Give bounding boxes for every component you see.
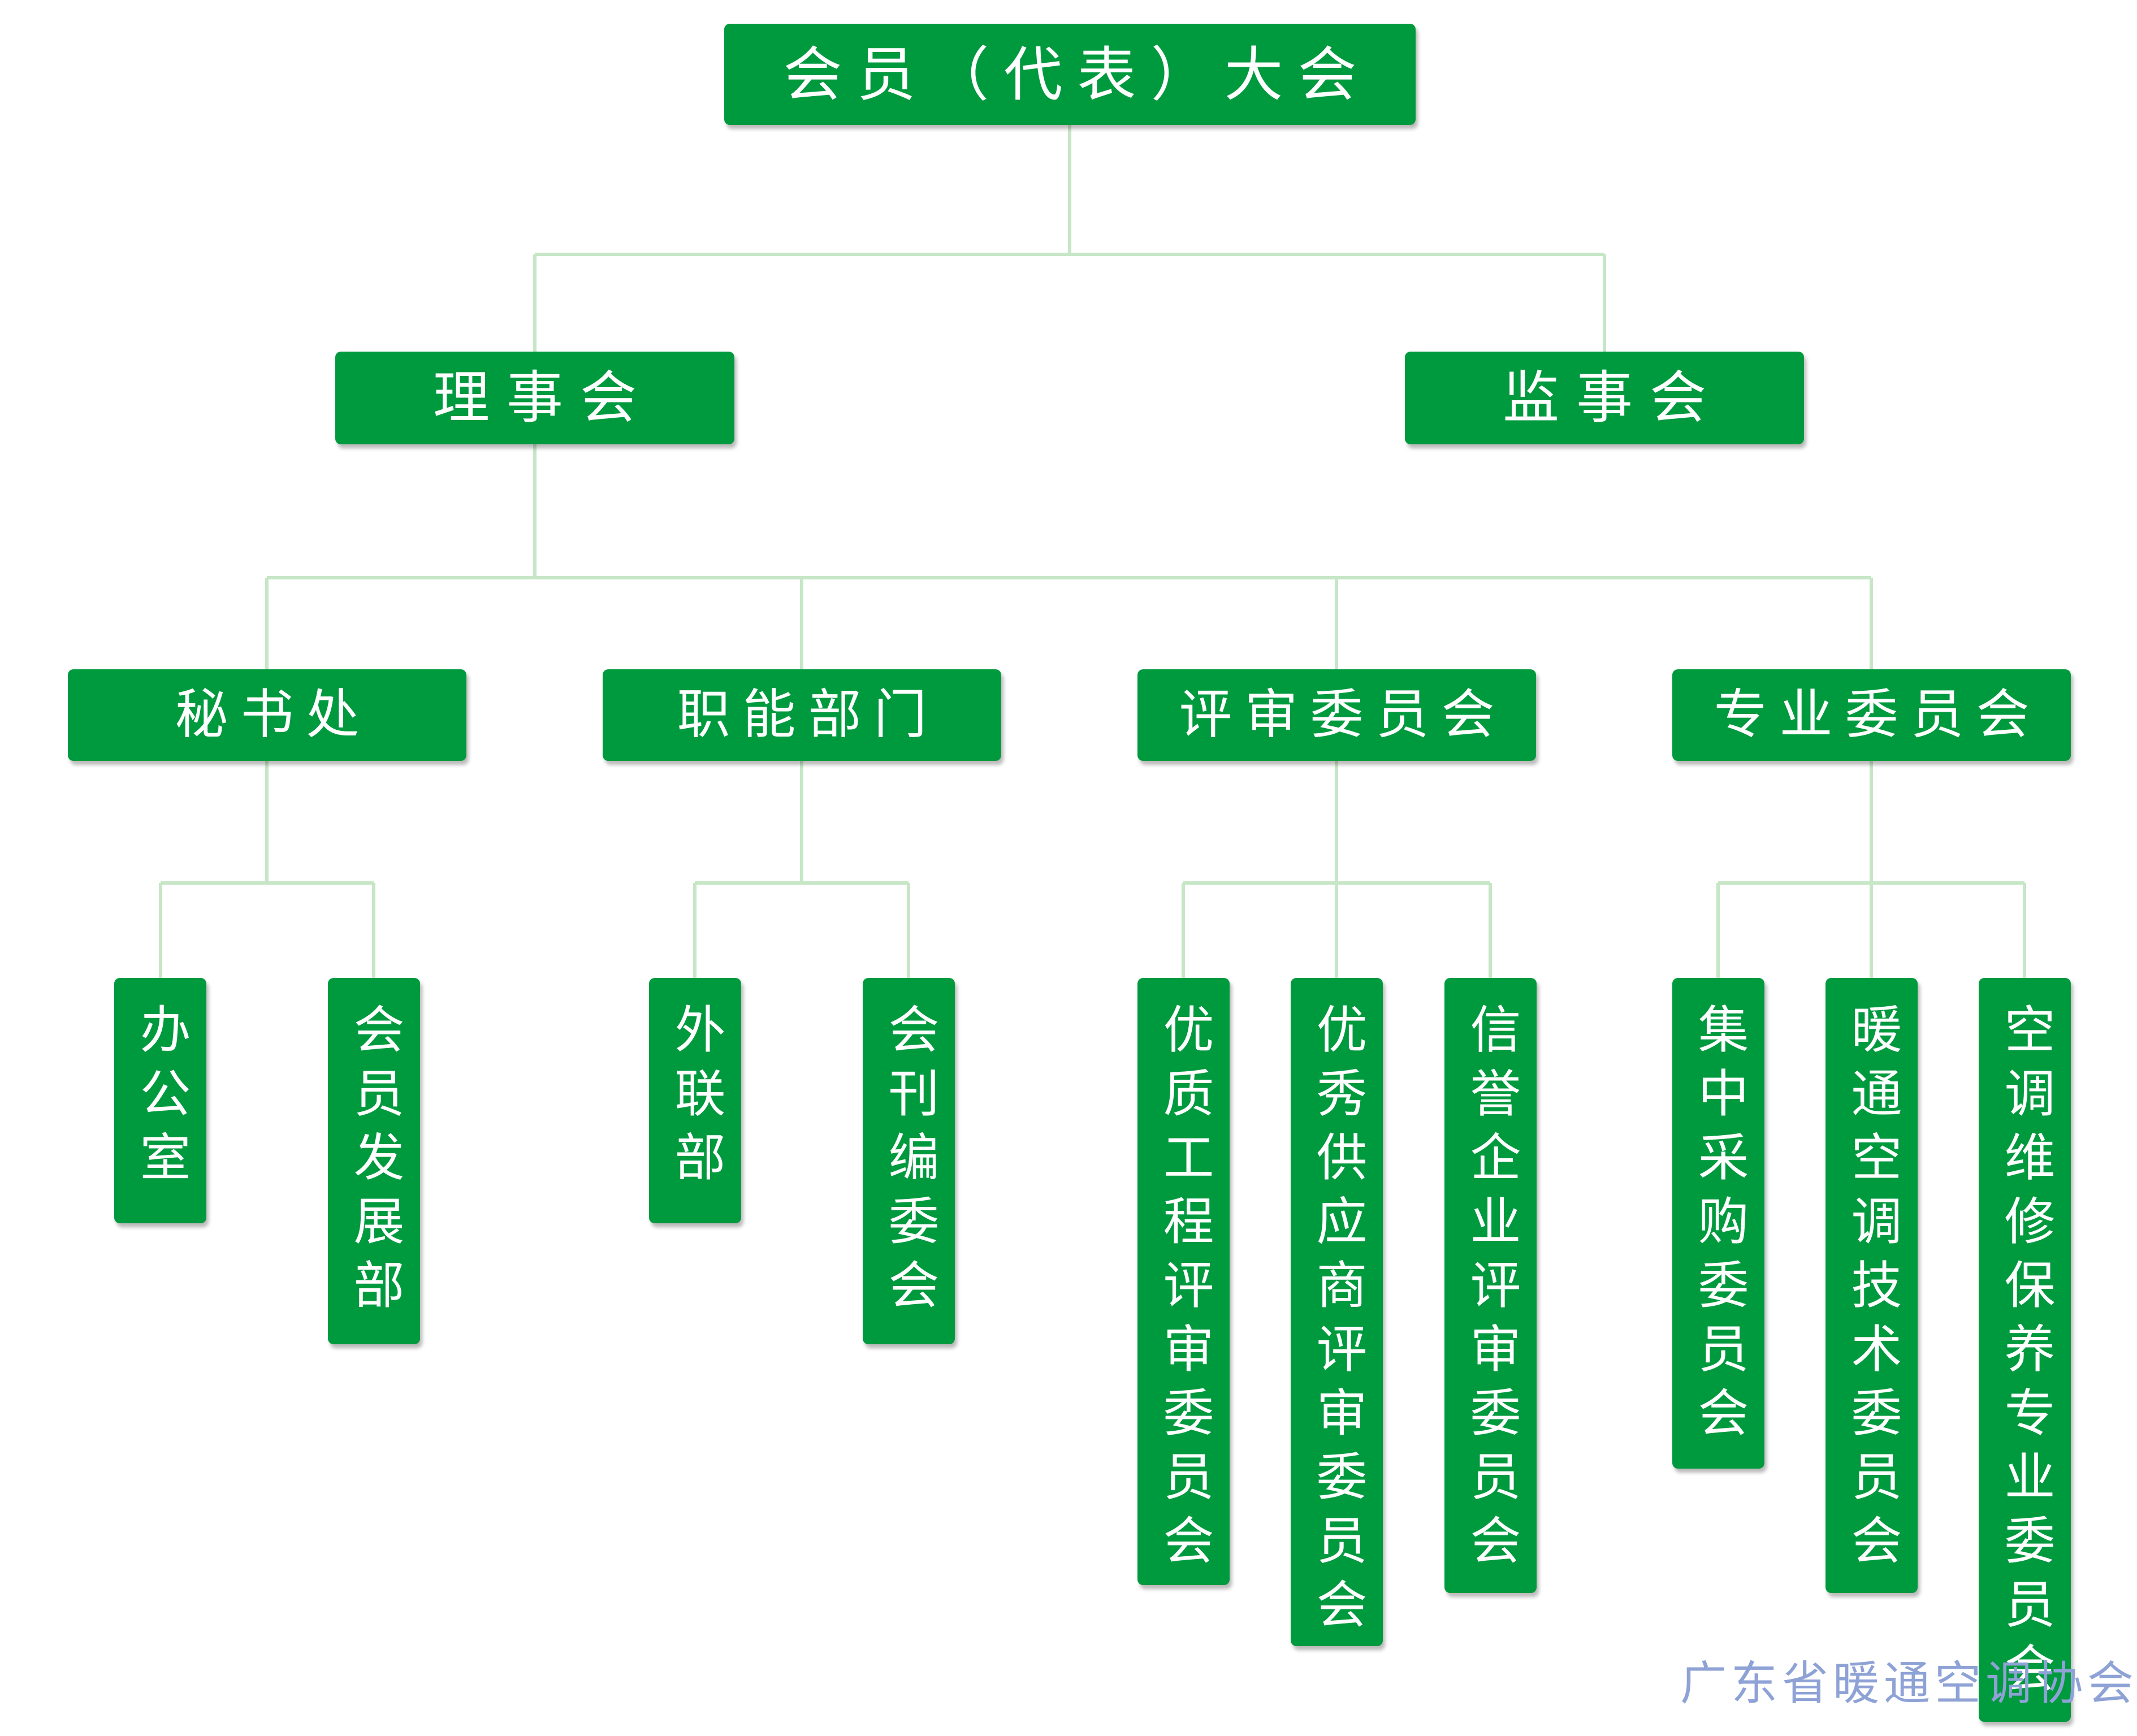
node-label: 空调维修保养专业委员会 <box>1995 1003 2055 1705</box>
node-ac-maintenance[interactable]: 空调维修保养专业委员会 <box>1979 978 2071 1722</box>
node-label: 信誉企业评审委员会 <box>1461 1003 1521 1578</box>
node-label: 监事会 <box>1503 365 1723 431</box>
node-supervisory-board[interactable]: 监事会 <box>1405 352 1804 444</box>
node-supplier-review[interactable]: 优秀供应商评审委员会 <box>1291 978 1383 1646</box>
node-label: 评审委员会 <box>1179 684 1507 746</box>
node-label: 会员发展部 <box>344 1003 404 1322</box>
node-hvac-technical[interactable]: 暖通空调技术委员会 <box>1825 978 1918 1593</box>
node-label: 秘书处 <box>175 684 372 746</box>
node-central-procurement[interactable]: 集中采购委员会 <box>1672 978 1764 1469</box>
node-label: 理事会 <box>433 365 654 431</box>
node-label: 暖通空调技术委员会 <box>1842 1003 1902 1578</box>
node-professional-committee[interactable]: 专业委员会 <box>1672 669 2071 761</box>
node-label: 专业委员会 <box>1714 684 2042 746</box>
node-label: 职能部门 <box>677 684 940 746</box>
node-label: 会刊编委会 <box>879 1003 939 1322</box>
node-label: 外联部 <box>665 1003 725 1194</box>
node-label: 会员（代表）大会 <box>783 40 1372 109</box>
node-label: 优质工程评审委员会 <box>1154 1003 1214 1578</box>
node-secretariat[interactable]: 秘书处 <box>68 669 466 761</box>
node-label: 集中采购委员会 <box>1689 1003 1749 1450</box>
node-external-liaison[interactable]: 外联部 <box>649 978 741 1223</box>
node-quality-project-review[interactable]: 优质工程评审委员会 <box>1137 978 1230 1585</box>
watermark-text: 广东省暖通空调协会 <box>1680 1657 2137 1711</box>
node-label: 优秀供应商评审委员会 <box>1307 1003 1367 1642</box>
node-credit-enterprise-review[interactable]: 信誉企业评审委员会 <box>1444 978 1537 1593</box>
node-journal-editorial[interactable]: 会刊编委会 <box>863 978 955 1344</box>
node-general-assembly[interactable]: 会员（代表）大会 <box>724 24 1416 125</box>
node-label: 办公室 <box>131 1003 191 1194</box>
node-member-development[interactable]: 会员发展部 <box>328 978 420 1344</box>
node-functional-departments[interactable]: 职能部门 <box>603 669 1001 761</box>
node-office[interactable]: 办公室 <box>114 978 206 1223</box>
node-council[interactable]: 理事会 <box>335 352 734 444</box>
node-review-committee[interactable]: 评审委员会 <box>1137 669 1536 761</box>
